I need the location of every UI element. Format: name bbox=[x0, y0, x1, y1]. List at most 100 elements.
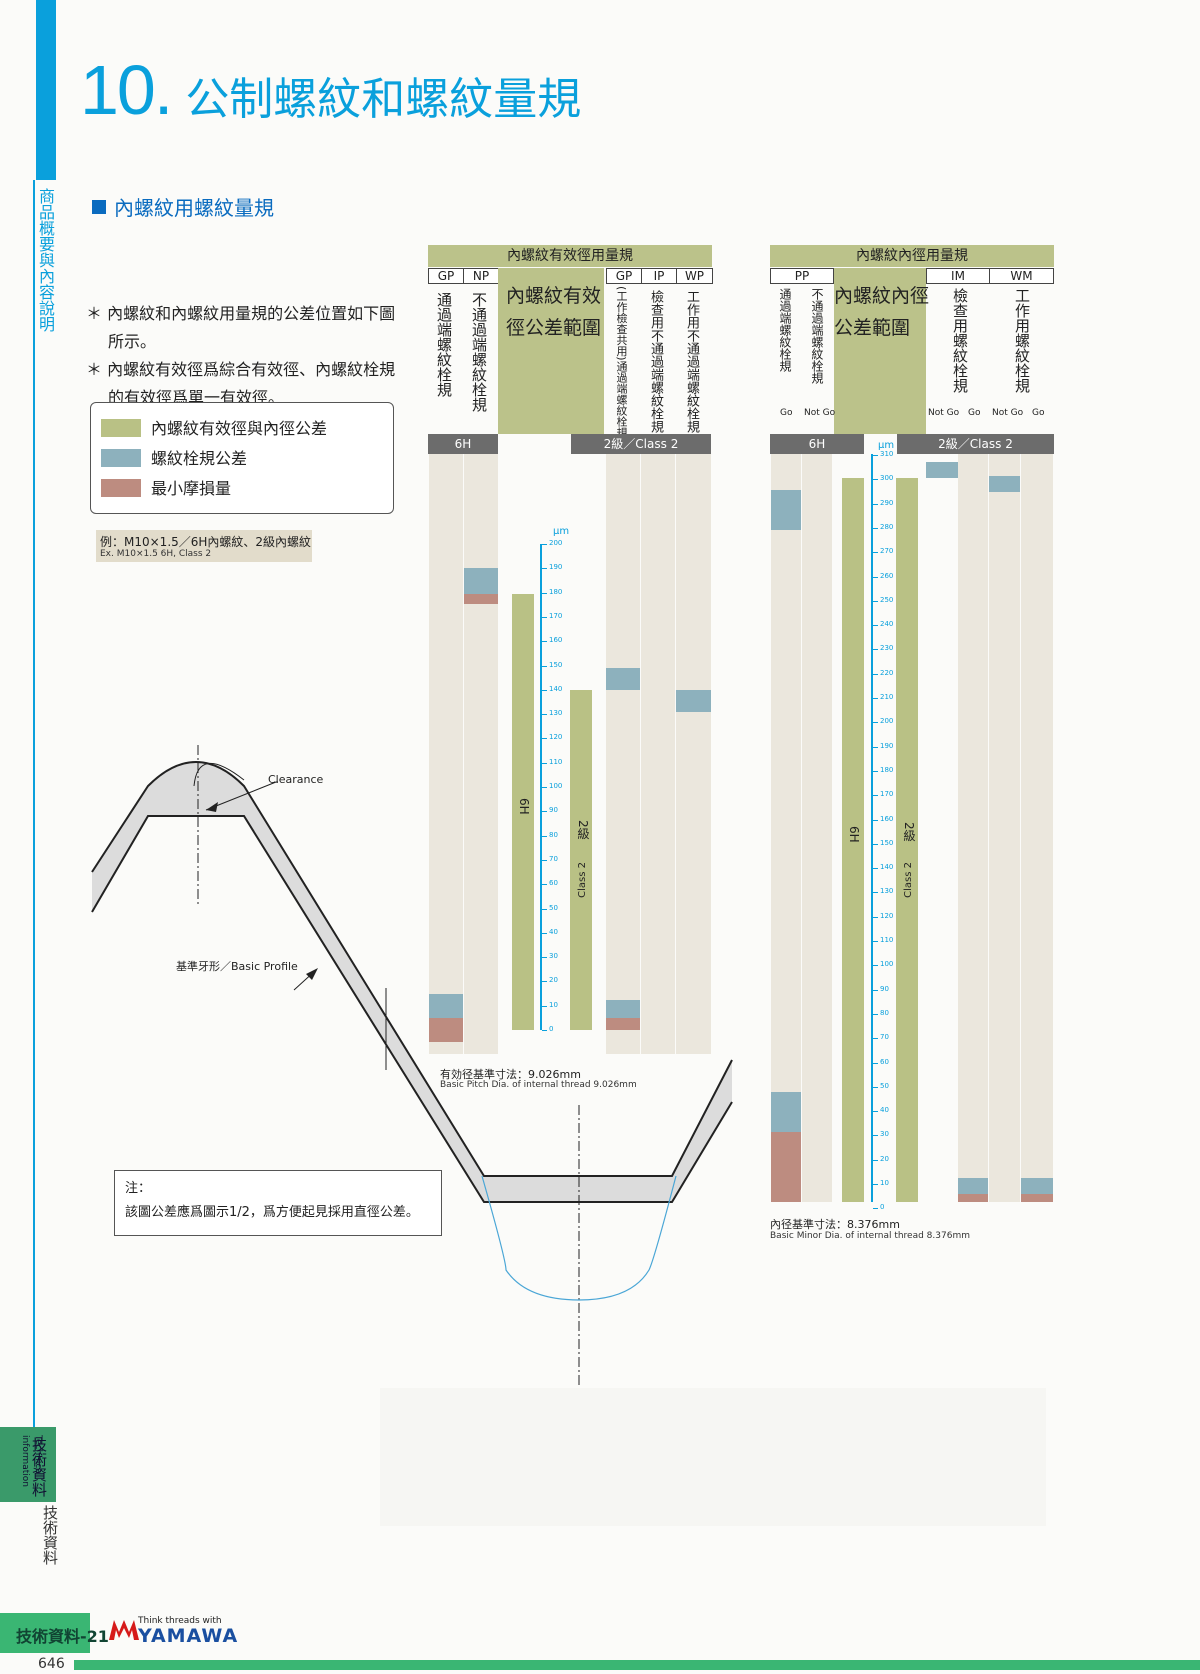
page-code-tab: 技術資料-21 bbox=[0, 1613, 109, 1653]
scale-axis bbox=[871, 454, 873, 1202]
gauge-tol-pp-notgo bbox=[771, 490, 801, 530]
gauge-column bbox=[641, 454, 675, 1054]
scale-tick bbox=[542, 568, 547, 570]
scale-label: 310 bbox=[880, 450, 894, 458]
scale-tick bbox=[873, 1111, 878, 1113]
legend-swatch bbox=[101, 479, 141, 497]
center-label: 公差範圍 bbox=[834, 317, 911, 339]
bar-label-en: Class 2 bbox=[903, 862, 914, 898]
scale-label: 20 bbox=[880, 1154, 889, 1163]
scale-tick bbox=[873, 1159, 878, 1161]
scale-tick bbox=[873, 649, 878, 651]
scale-tick bbox=[873, 819, 878, 821]
footer-side-label: 技術資料 bbox=[41, 1505, 59, 1565]
gauge-tol-pp-go bbox=[771, 1092, 801, 1132]
gauge-tol-wp bbox=[676, 690, 711, 712]
legend-item: 內螺紋有效徑與內徑公差 bbox=[101, 415, 327, 439]
scale-tick bbox=[542, 1005, 547, 1007]
title-text: 公制螺紋和螺紋量規 bbox=[185, 74, 582, 125]
scale-tick bbox=[873, 1013, 878, 1015]
note-box: 注： 該圖公差應爲圖示1/2，爲方便起見採用直徑公差。 bbox=[114, 1170, 442, 1236]
scale-tick bbox=[542, 689, 547, 691]
scale-tick bbox=[873, 916, 878, 918]
column-description: 檢查用螺紋栓規 bbox=[951, 288, 969, 393]
class-band-2: 2級／Class 2 bbox=[897, 434, 1054, 454]
gauge-column bbox=[1021, 454, 1053, 1202]
gauge-tol-im bbox=[926, 462, 958, 478]
square-bullet-icon bbox=[92, 200, 106, 214]
page-code: 技術資料-21 bbox=[16, 1627, 109, 1646]
bar-label: 6H bbox=[847, 826, 861, 843]
scale-label: 60 bbox=[880, 1057, 889, 1066]
column-header: PP bbox=[770, 268, 834, 284]
wear-gp2 bbox=[606, 1018, 640, 1030]
scale-label: 70 bbox=[549, 854, 558, 863]
scale-label: 150 bbox=[549, 660, 563, 669]
title-number: 10. bbox=[80, 51, 173, 129]
notes-block: ＊ 內螺紋和內螺紋用量規的公差位置如下圖 所示。 ＊ 內螺紋有效徑爲綜合有效徑、… bbox=[86, 300, 416, 412]
note-line: ＊ 內螺紋有效徑爲綜合有效徑、內螺紋栓規 bbox=[86, 360, 396, 379]
class-band-6h: 6H bbox=[770, 434, 864, 454]
scale-label: 190 bbox=[549, 563, 563, 572]
wear-pp-go bbox=[771, 1132, 801, 1202]
sub-column: Not Go bbox=[928, 408, 960, 418]
scale-tick bbox=[873, 600, 878, 602]
gauge-column bbox=[958, 454, 988, 1202]
minor-chart-header: 內螺紋內徑用量規 bbox=[770, 245, 1054, 267]
scale-label: 150 bbox=[880, 838, 894, 847]
scale-tick bbox=[873, 722, 878, 724]
column-header: IM bbox=[926, 268, 990, 284]
scale-tick bbox=[542, 1030, 547, 1031]
column-header: NP bbox=[463, 268, 499, 284]
scale-label: 130 bbox=[880, 887, 894, 896]
gauge-column bbox=[771, 454, 801, 1202]
scale-label: 290 bbox=[880, 498, 894, 507]
legend-box: 內螺紋有效徑與內徑公差 螺紋栓規公差 最小摩損量 bbox=[90, 402, 394, 514]
class-band-6h: 6H bbox=[428, 434, 498, 454]
gauge-tol-ip bbox=[606, 668, 640, 690]
section-heading-text: 內螺紋用螺紋量規 bbox=[114, 196, 274, 220]
scale-tick bbox=[542, 859, 547, 861]
scale-label: 30 bbox=[880, 1130, 889, 1139]
scale-label: 130 bbox=[549, 709, 563, 718]
scale-label: 100 bbox=[880, 960, 894, 969]
column-description: 通過端螺紋栓規 bbox=[778, 288, 792, 372]
scale-tick bbox=[873, 479, 878, 481]
scale-tick bbox=[873, 746, 878, 748]
scale-label: 140 bbox=[880, 863, 894, 872]
scale-tick bbox=[542, 932, 547, 934]
scale-tick bbox=[873, 1208, 878, 1210]
scale-label: 110 bbox=[880, 936, 894, 944]
scale-label: 210 bbox=[880, 693, 894, 701]
scale-label: 220 bbox=[880, 668, 894, 677]
scale-label: 50 bbox=[549, 903, 558, 912]
scale-tick bbox=[873, 1135, 878, 1137]
scale-axis bbox=[540, 544, 542, 1030]
tolerance-bar-class2 bbox=[896, 478, 918, 1202]
legend-item: 最小摩損量 bbox=[101, 475, 231, 499]
scale-label: 0 bbox=[549, 1025, 554, 1033]
scale-tick bbox=[873, 989, 878, 991]
page-title: 10. 公制螺紋和螺紋量規 bbox=[80, 50, 581, 130]
side-category-label: 商品概要與內容說明 bbox=[36, 188, 55, 332]
scale-label: 280 bbox=[880, 522, 894, 531]
scale-label: 260 bbox=[880, 571, 894, 580]
tolerance-bar-6h bbox=[842, 478, 864, 1202]
scale-tick bbox=[542, 665, 547, 667]
scale-tick bbox=[542, 616, 547, 618]
chart-caption-en: Basic Pitch Dia. of internal thread 9.02… bbox=[440, 1080, 637, 1090]
scale-tick bbox=[873, 455, 878, 456]
note-title: 注： bbox=[125, 1181, 152, 1196]
wear-im-go bbox=[958, 1194, 988, 1202]
scale-tick bbox=[542, 641, 547, 643]
unit-label: μm bbox=[553, 526, 570, 537]
scale-label: 20 bbox=[549, 976, 558, 985]
gauge-tol-wm bbox=[989, 476, 1020, 492]
scale-tick bbox=[873, 503, 878, 505]
scale-label: 40 bbox=[549, 927, 558, 936]
gauge-column bbox=[802, 454, 832, 1202]
chart-caption: 有効径基準寸法：9.026mm bbox=[440, 1068, 581, 1081]
scale-label: 190 bbox=[880, 741, 894, 750]
scale-tick bbox=[873, 1086, 878, 1088]
scale-tick bbox=[873, 965, 878, 967]
